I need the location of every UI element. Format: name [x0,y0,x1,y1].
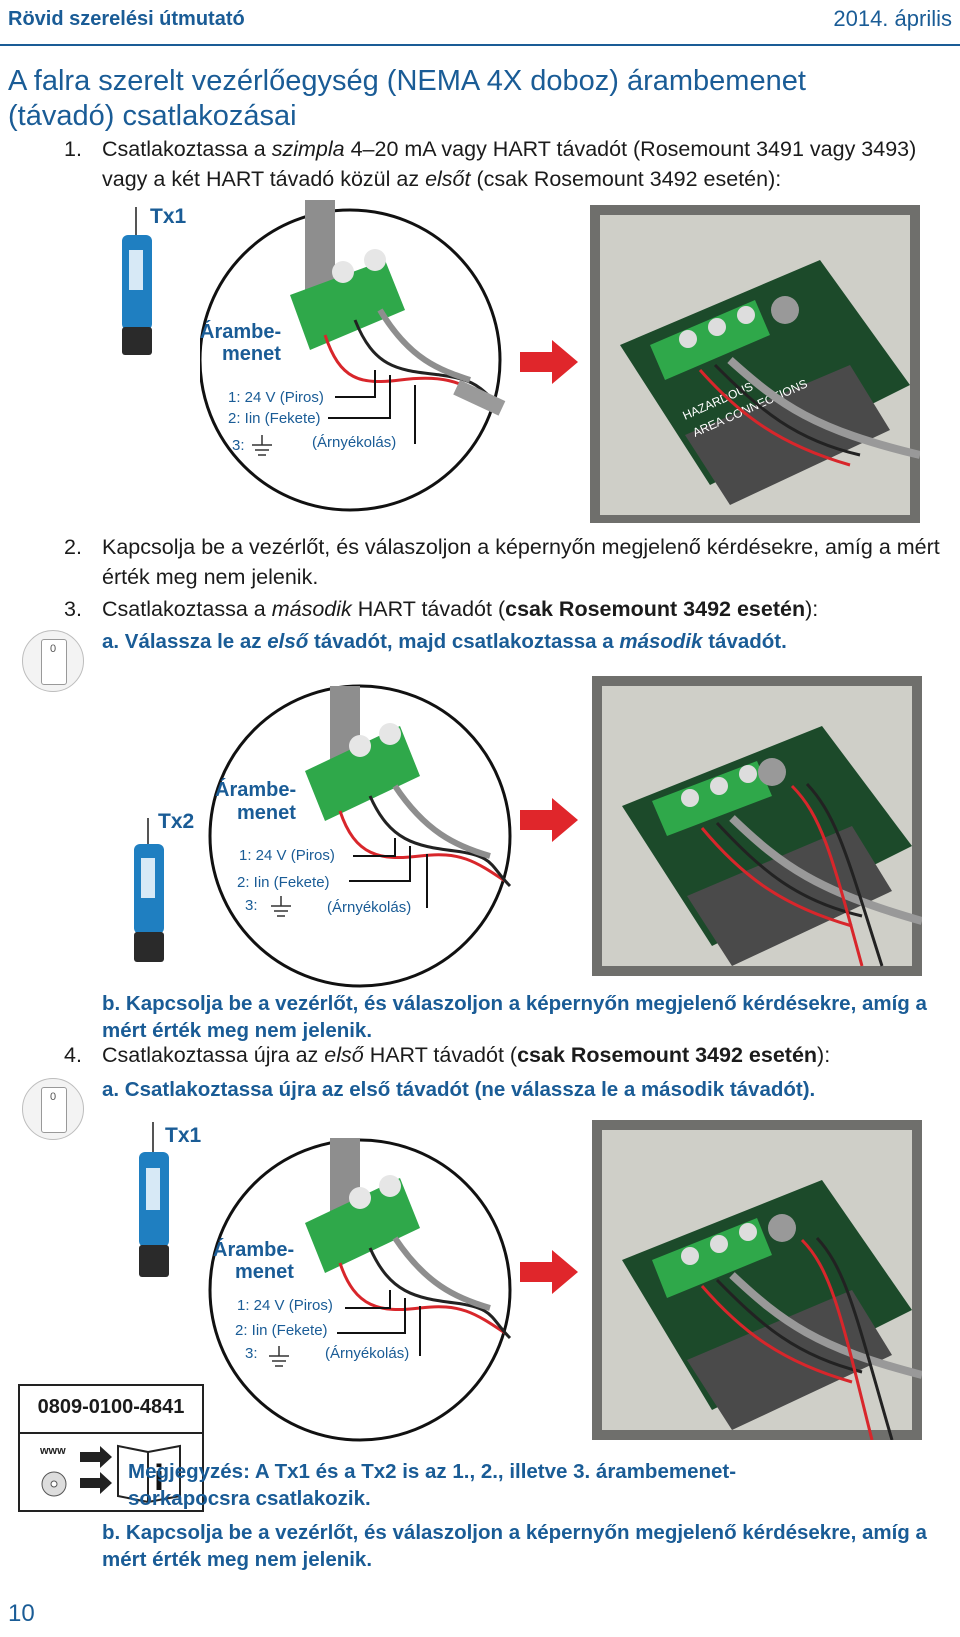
tx2-label: Tx2 [158,810,195,833]
page-title: A falra szerelt vezérlőegység (NEMA 4X d… [8,65,806,132]
transmitter-sensor-icon [134,818,164,962]
switch-icon: 0 [22,630,84,692]
step-number: 4. [64,1043,82,1067]
wire-label-3: (Árnyékolás) [312,434,396,451]
text-emphasis: elsőt [425,167,471,191]
input-label-line2: menet [222,343,281,365]
wiring-detail-circle-2: Árambe- menet 1: 24 V (Piros) 2: Iin (Fe… [208,684,512,988]
text-run: ): [817,1043,831,1067]
step-4: 4. Csatlakoztassa újra az első HART táva… [64,1040,944,1070]
text-run: távadót. [702,630,787,653]
text-bold: csak Rosemount 3492 esetén [517,1043,818,1067]
ground-icon [271,896,291,917]
wire-label-1: 1: 24 V (Piros) [228,389,324,406]
step-number: 3. [64,597,82,621]
text-run: Csatlakoztassa a [102,597,272,621]
switch-label: 0 [49,1091,57,1103]
text-bold: csak Rosemount 3492 esetén [505,597,806,621]
tx1-label: Tx1 [165,1124,202,1147]
ground-icon [252,435,272,456]
input-label-line1: Árambe- [200,320,281,343]
transmitter-sensor-icon [122,207,152,355]
step-2: 2. Kapcsolja be a vezérlőt, és válaszolj… [64,532,944,594]
step-number: 1. [64,137,82,161]
document-number: 0809-0100-4841 [37,1396,185,1418]
wiring-detail-circle-3: Árambe- menet 1: 24 V (Piros) 2: Iin (Fe… [208,1138,512,1442]
step-4a: a. Csatlakoztassa újra az első távadót (… [102,1078,816,1101]
header-date: 2014. április [833,6,952,31]
text-emphasis: első [324,1043,364,1067]
text-run: HART távadót ( [363,1043,518,1067]
text-run: ): [805,597,819,621]
text-emphasis: első [267,630,309,653]
input-label-line1: Árambe- [215,778,296,801]
wire-label-3-num: 3: [232,437,245,454]
wire-label-1: 1: 24 V (Piros) [239,847,335,864]
controller-board-photo-2 [592,676,922,976]
ground-icon [269,1346,289,1367]
step-text: Csatlakoztassa a második HART távadót (c… [102,594,942,624]
step-3: 3. Csatlakoztassa a második HART távadót… [64,594,944,624]
page-number: 10 [8,1600,35,1627]
text-emphasis: második [271,597,352,621]
text-emphasis: szimpla [271,137,345,161]
input-label-line2: menet [235,1261,294,1283]
wire-label-3: (Árnyékolás) [325,1345,409,1362]
input-label-line1: Árambe- [213,1238,294,1261]
wire-label-2: 2: Iin (Fekete) [237,874,330,891]
wire-label-3-num: 3: [245,1345,258,1362]
step-number: 2. [64,535,82,559]
input-label-line2: menet [237,802,296,824]
text-run: Csatlakoztassa a [102,137,272,161]
switch-icon: 0 [22,1078,84,1140]
text-run: HART távadót ( [351,597,506,621]
controller-board-photo-3 [592,1120,922,1440]
divider [20,1432,202,1434]
header-left: Rövid szerelési útmutató [8,8,245,30]
note: Megjegyzés: A Tx1 és a Tx2 is az 1., 2.,… [128,1460,737,1510]
step-text: Kapcsolja be a vezérlőt, és válaszoljon … [102,535,940,589]
wire-label-1: 1: 24 V (Piros) [237,1297,333,1314]
info-icon: i [154,1457,164,1498]
text-emphasis: második [619,630,703,653]
wire-label-3: (Árnyékolás) [327,899,411,916]
text-run: Csatlakoztassa újra az [102,1043,325,1067]
wiring-detail-circle-1: Árambe- menet 1: 24 V (Piros) 2: Iin (Fe… [200,200,506,512]
www-label: www [39,1445,66,1457]
controller-board-photo-1: HAZARDOUS AREA CONNECTIONS [590,205,920,523]
arrow-right-icon [520,1250,578,1294]
text-run: a. Válassza le az [102,630,268,653]
step-4b: b. Kapcsolja be a vezérlőt, és válaszolj… [102,1521,927,1571]
step-text: Csatlakoztassa a szimpla 4–20 mA vagy HA… [102,134,942,194]
wire-label-3-num: 3: [245,897,258,914]
manual-reference-icon: www i [39,1444,181,1504]
arrow-right-icon [520,340,578,384]
text-run: 4–20 mA vagy HART távadót (Rosemount 349… [102,137,917,191]
step-text: Csatlakoztassa újra az első HART távadót… [102,1040,942,1070]
text-run: távadót, majd csatlakoztassa a [308,630,620,653]
wire-label-2: 2: Iin (Fekete) [235,1322,328,1339]
transmitter-sensor-icon [139,1122,169,1277]
arrow-right-icon [520,798,578,842]
tx1-label: Tx1 [150,205,187,228]
step-1: 1. Csatlakoztassa a szimpla 4–20 mA vagy… [64,134,944,196]
switch-label: 0 [49,643,57,655]
step-3b: b. Kapcsolja be a vezérlőt, és válaszolj… [102,992,927,1042]
document-number-box: 0809-0100-4841 www i [18,1384,204,1512]
header-rule [0,44,960,46]
step-3a: a. Válassza le az első távadót, majd csa… [102,628,942,655]
text-run: (csak Rosemount 3492 esetén): [470,167,782,191]
wire-label-2: 2: Iin (Fekete) [228,410,321,427]
